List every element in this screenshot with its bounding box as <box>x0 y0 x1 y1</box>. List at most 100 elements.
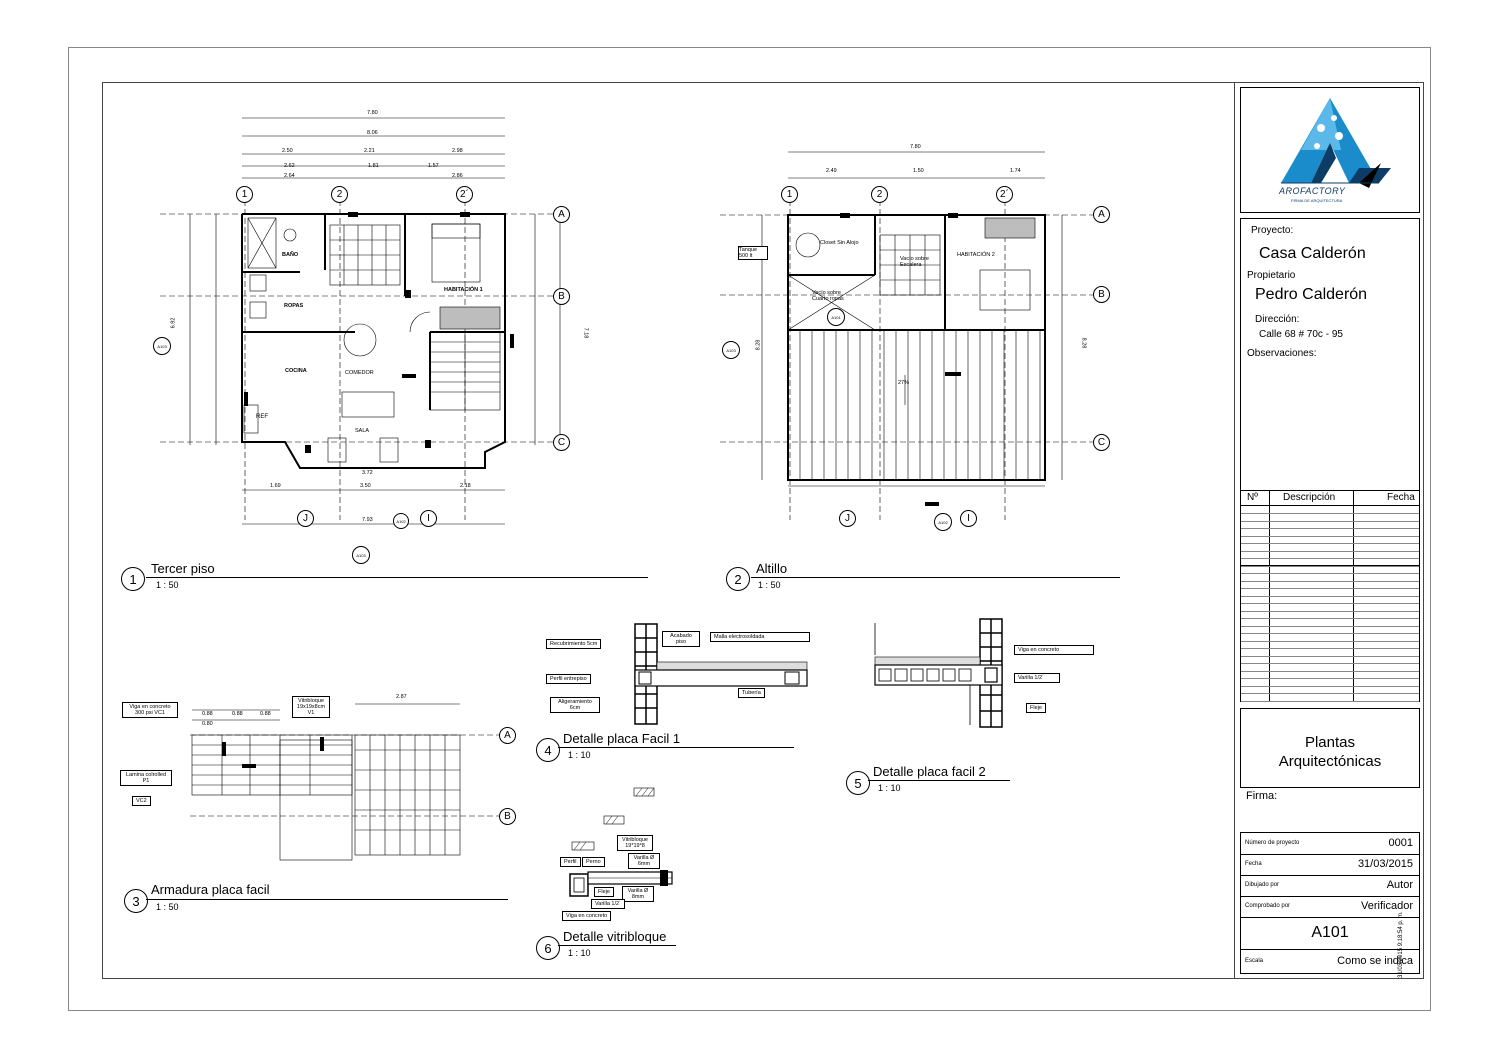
detalle-vitribloque <box>569 787 673 897</box>
view-1-title: Tercer piso <box>151 561 215 576</box>
direccion-value: Calle 68 # 70c - 95 <box>1259 329 1343 340</box>
plan1-dim-row2-b: 2.62 <box>284 163 295 169</box>
view-4-title: Detalle placa Facil 1 <box>563 731 681 746</box>
row-numero: Número de proyecto 0001 <box>1241 833 1419 855</box>
armadura-dim-1: 0.88 <box>202 711 213 717</box>
view-6-scale: 1 : 10 <box>568 948 591 958</box>
armadura-dim-5: 2.87 <box>396 694 407 700</box>
plan-altillo <box>720 151 1095 520</box>
view-2-scale: 1 : 50 <box>758 580 781 590</box>
logo-box: AROFACTORY FIRMA DE ARQUITECTURA <box>1240 87 1420 213</box>
view-2-title: Altillo <box>756 561 788 576</box>
view-1-title-line <box>146 577 648 578</box>
project-info-box: Proyecto: Casa Calderón Propietario Pedr… <box>1240 218 1420 566</box>
rev-col-desc: Descripción <box>1283 492 1336 503</box>
room-vacio-ropas: Vacío sobre Cuarto ropas <box>812 290 844 302</box>
revision-row <box>1241 535 1419 537</box>
revision-row <box>1241 588 1419 589</box>
grid-bubble-i: I <box>420 510 437 527</box>
fecha-value: 31/03/2015 <box>1357 858 1413 870</box>
revision-row <box>1241 640 1419 642</box>
row-dibujado: Dibujado por Autor <box>1241 875 1419 897</box>
note-varilla-12-6: Varilla 1/2´ <box>591 899 625 909</box>
revision-row <box>1241 528 1419 529</box>
plan2-dim-right-total: 8.28 <box>1080 337 1087 349</box>
revision-row <box>1241 520 1419 522</box>
note-perno: Perno <box>582 857 605 867</box>
note-vc2: VC2 <box>132 796 151 806</box>
plan1-dim-bottom-b: 1.69 <box>270 483 281 489</box>
note-lamina-p1: Lamina colrolled P1 <box>120 770 172 786</box>
roof-slope: 27% <box>898 380 910 386</box>
company-logo <box>1281 98 1391 188</box>
plan1-dim-row2-f: 1.57 <box>428 163 439 169</box>
detalle-placa-facil-1 <box>634 623 808 725</box>
row-sheet-number: A101 <box>1241 917 1419 950</box>
altillo-tag-bottom: A102 <box>934 513 952 531</box>
revision-row <box>1241 550 1419 552</box>
revision-row <box>1241 513 1419 514</box>
room-sala: SALA <box>355 428 370 434</box>
section-tag-left: A103 <box>153 337 171 355</box>
section-tag-bottom: A103 <box>352 546 370 564</box>
note-viga-concreto-6: Viga en concreto <box>562 911 612 921</box>
note-fleje: Fleje <box>1026 703 1046 713</box>
note-perfil: Perfil <box>560 857 581 867</box>
fecha-label: Fecha <box>1245 861 1262 867</box>
room-habitacion-2: HABITACIÓN 2 <box>957 252 995 258</box>
armadura-grid-a: A <box>499 727 516 744</box>
view-5-number: 5 <box>846 771 870 795</box>
view-5-title-line <box>868 780 1010 781</box>
view-3-number: 3 <box>124 889 148 913</box>
altillo-tag-left: A103 <box>722 341 740 359</box>
note-varilla-8mm: Varilla Ø 8mm <box>622 886 654 902</box>
revision-table: Nº Descripción Fecha <box>1240 490 1420 702</box>
revision-row <box>1241 618 1419 619</box>
grid-bubble-j: J <box>297 510 314 527</box>
room-cocina: COCINA <box>285 368 307 374</box>
armadura-placa-facil <box>190 703 510 861</box>
plan1-dim-bottom2-a: 3.72 <box>362 470 373 476</box>
revision-row <box>1241 685 1419 687</box>
view-2-title-line <box>751 577 1120 578</box>
observaciones-label: Observaciones: <box>1247 348 1317 359</box>
armadura-grid-b: B <box>499 808 516 825</box>
revision-row <box>1241 633 1419 634</box>
grid-bubble-1: 1 <box>236 186 253 203</box>
revision-row <box>1241 700 1419 702</box>
view-4-number: 4 <box>536 738 560 762</box>
sheet-name: Plantas Arquitectónicas <box>1241 733 1419 771</box>
room-closet: Closet Sin Alojo <box>820 240 859 246</box>
grid-bubble-2prime: 2´ <box>456 186 473 203</box>
plan1-dim-second: 8.06 <box>367 130 378 136</box>
sheet-outer-border <box>68 47 1431 1011</box>
view-4-title-line <box>558 747 794 748</box>
altillo-grid-2: 2 <box>871 186 888 203</box>
revision-row <box>1241 663 1419 664</box>
note-acabado-piso: Acabado piso <box>662 631 700 647</box>
view-6-title: Detalle vitribloque <box>563 929 667 944</box>
plan2-dim-b: 2.49 <box>826 168 837 174</box>
comprobado-label: Comprobado por <box>1245 903 1291 909</box>
plan2-dim-d: 1.50 <box>913 168 924 174</box>
note-varilla-12: Varilla 1/2´ <box>1014 673 1060 683</box>
row-comprobado: Comprobado por Verificador <box>1241 896 1419 918</box>
note-aligeramiento: Aligeramiento 6cm <box>550 697 600 713</box>
altillo-grid-2prime: 2´ <box>996 186 1013 203</box>
dibujado-value: Autor <box>1386 879 1413 891</box>
note-vitribloque-v1: Vitribloque 19x19x8cm V1 <box>292 696 330 718</box>
revision-row <box>1241 655 1419 657</box>
view-5-title: Detalle placa facil 2 <box>873 764 986 779</box>
detalle-placa-facil-2 <box>874 618 1003 728</box>
view-6-number: 6 <box>536 936 560 960</box>
grid-bubble-c: C <box>553 434 570 451</box>
plan1-dim-bottom-f: 2.18 <box>460 483 471 489</box>
view-1-scale: 1 : 50 <box>156 580 179 590</box>
project-data-box: Número de proyecto 0001 Fecha 31/03/2015… <box>1240 832 1420 974</box>
note-varilla-6mm: Varilla Ø 6mm <box>628 853 660 869</box>
revision-row <box>1241 543 1419 544</box>
plan1-dim-right-total: 7.18 <box>582 327 589 339</box>
altillo-grid-i: I <box>960 510 977 527</box>
revision-row <box>1241 625 1419 627</box>
note-fleje-6: Fleje <box>594 887 614 897</box>
